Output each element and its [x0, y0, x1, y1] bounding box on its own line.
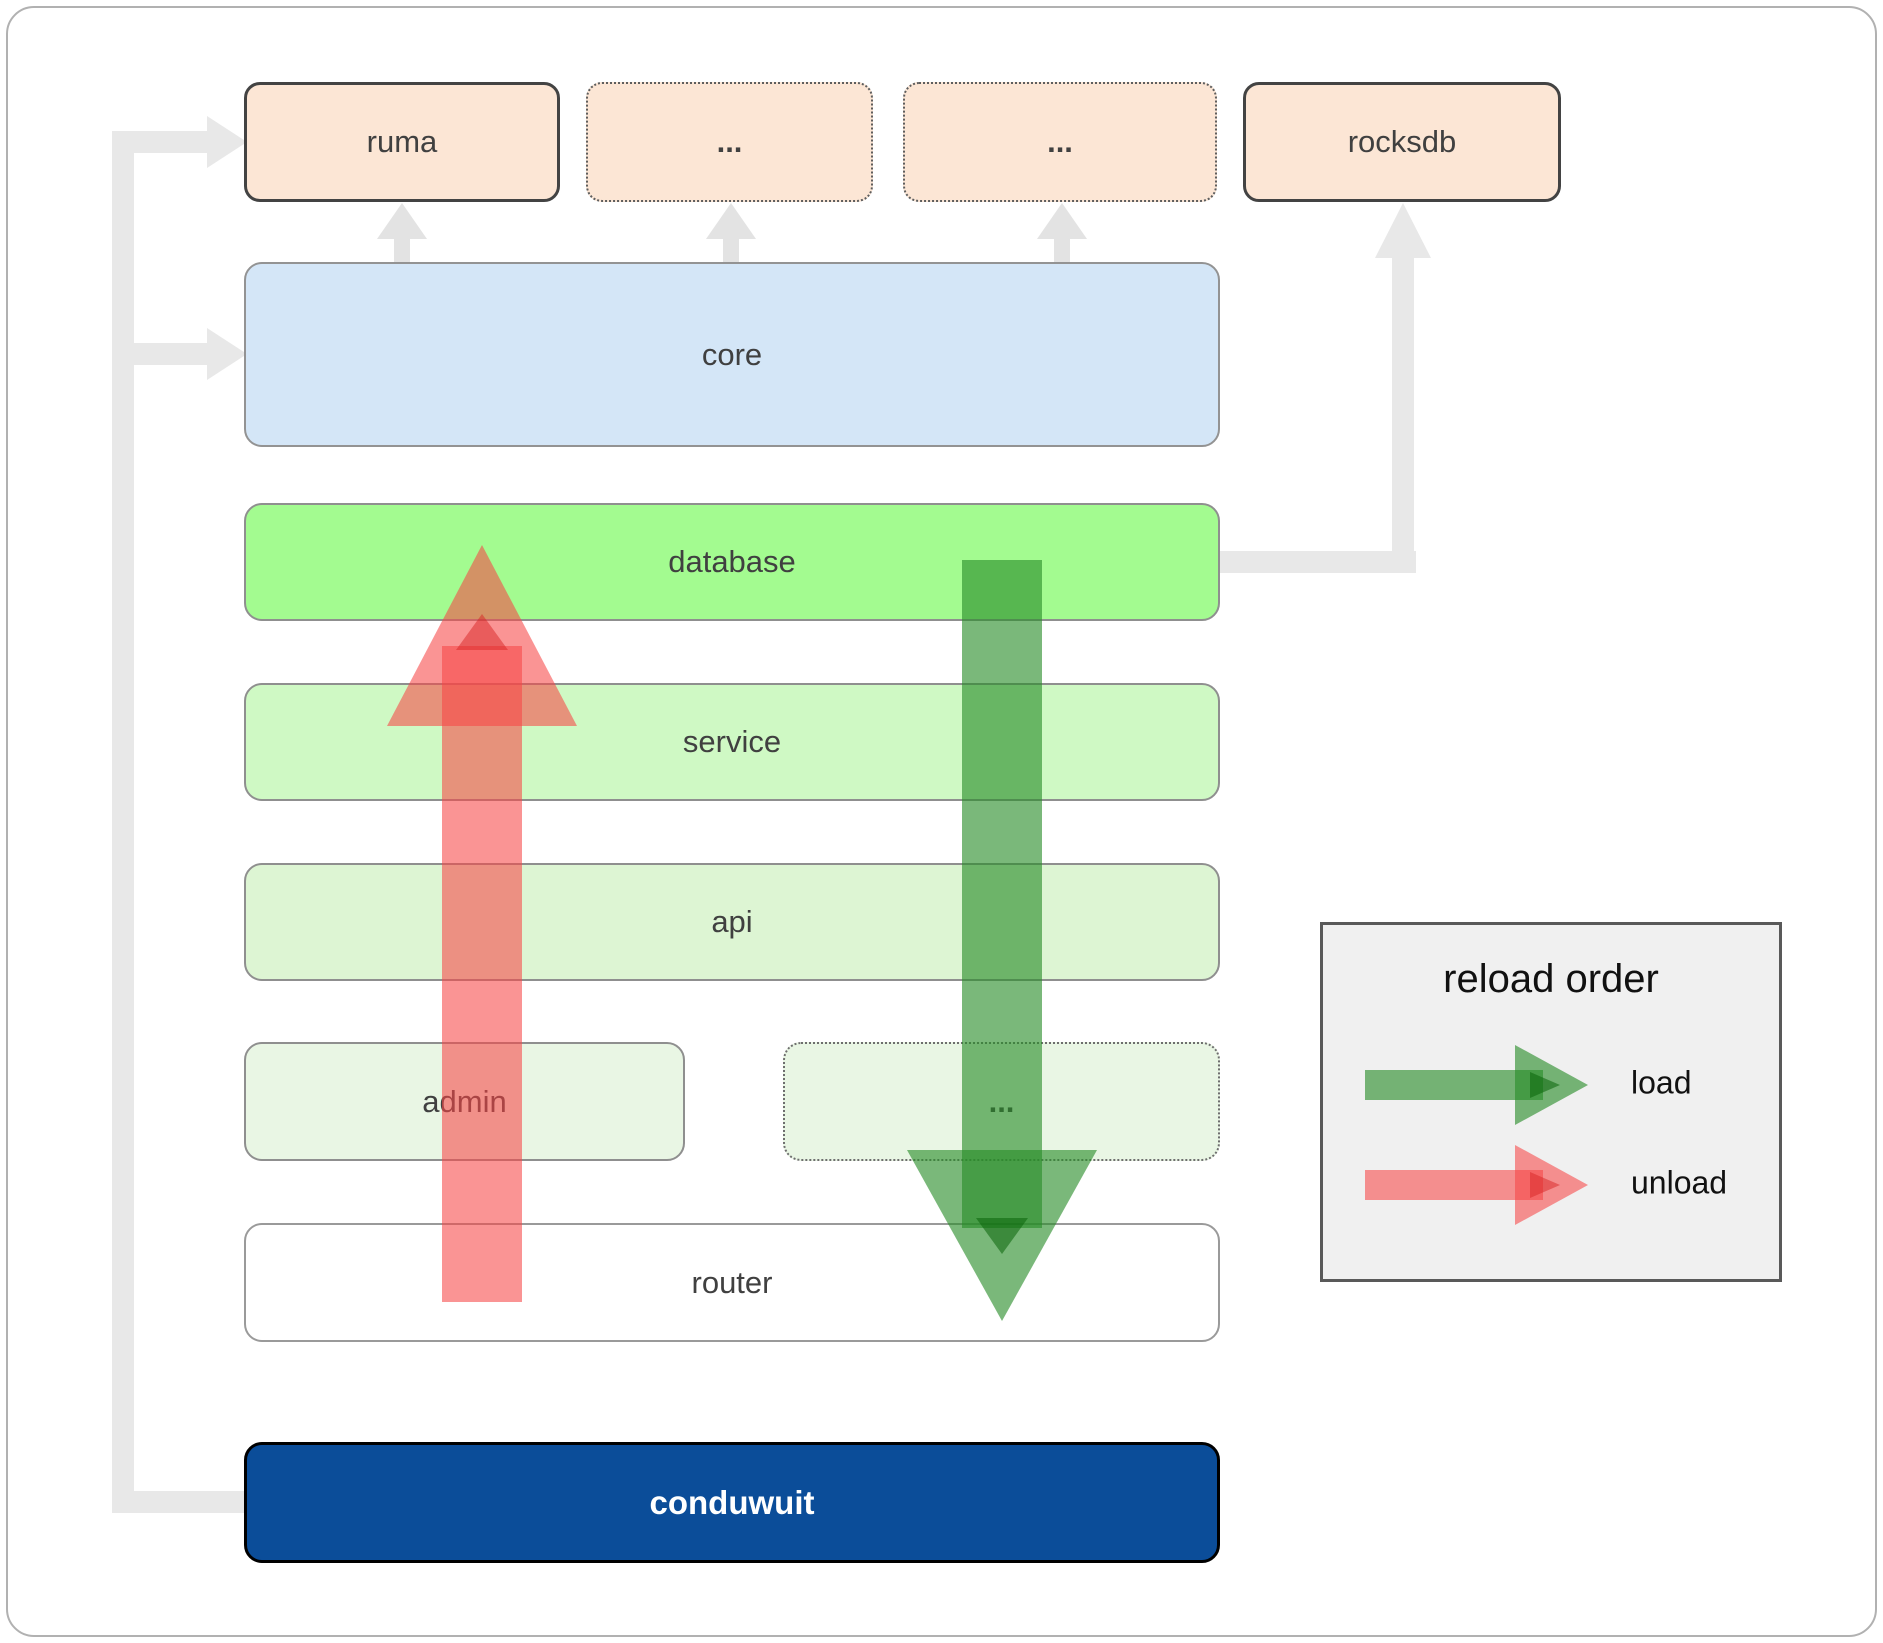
page-border — [6, 6, 1877, 1637]
node-service-label: service — [682, 724, 782, 759]
node-api: api — [244, 863, 1220, 981]
legend-unload-label: unload — [1631, 1164, 1728, 1201]
node-ellipsis-2: ... — [903, 82, 1217, 202]
legend: reload order load unload — [1320, 922, 1782, 1282]
node-conduwuit: conduwuit — [244, 1442, 1220, 1563]
legend-load-label: load — [1631, 1064, 1692, 1101]
legend-title: reload order — [1443, 957, 1659, 1001]
node-ellipsis-2-label: ... — [1047, 124, 1073, 159]
node-database: database — [244, 503, 1220, 621]
node-conduwuit-label: conduwuit — [649, 1483, 815, 1521]
node-ellipsis-1-label: ... — [716, 124, 743, 159]
node-ruma: ruma — [244, 82, 560, 202]
legend-load-arrow-icon — [1365, 1045, 1588, 1125]
node-core: core — [244, 262, 1220, 447]
node-rocksdb: rocksdb — [1243, 82, 1561, 202]
node-rocksdb-label: rocksdb — [1347, 124, 1457, 159]
node-router: router — [244, 1223, 1220, 1342]
node-service: service — [244, 683, 1220, 801]
legend-unload-arrow-icon — [1365, 1145, 1588, 1225]
node-admin-label: admin — [422, 1083, 507, 1119]
node-admin-ellipsis-label: ... — [988, 1083, 1015, 1119]
node-ellipsis-1: ... — [586, 82, 873, 202]
node-admin-ellipsis: ... — [783, 1042, 1220, 1161]
node-api-label: api — [711, 904, 753, 939]
node-ruma-label: ruma — [366, 124, 438, 159]
node-core-label: core — [701, 336, 763, 372]
node-database-label: database — [668, 544, 796, 579]
node-admin: admin — [244, 1042, 685, 1161]
node-router-label: router — [691, 1264, 773, 1300]
